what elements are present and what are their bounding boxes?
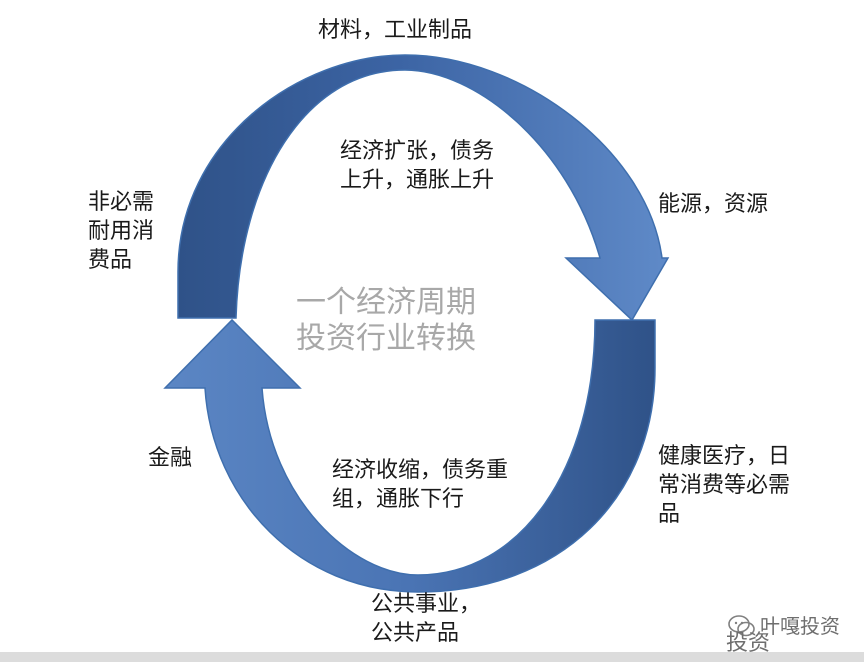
watermark-text-2: 投资 [726,631,771,656]
watermark: 叶嘎投资 投资 [628,612,858,658]
cycle-title: 一个经济周期 投资行业转换 [296,285,476,356]
wechat-icon [728,615,755,637]
phase-label-expansion: 经济扩张，债务 上升，通胀上升 [340,139,495,193]
sector-label-left-lower: 金融 [148,446,193,471]
bottom-strip [0,652,864,662]
phase-label-contraction: 经济收缩，债务重 组，通胀下行 [332,458,509,512]
watermark-text: 叶嘎投资 [760,614,840,638]
sector-label-right-upper: 能源，资源 [658,192,769,217]
sector-label-top: 材料，工业制品 [318,18,473,43]
upper-cycle-arrow [177,54,670,322]
sector-label-right-lower: 健康医疗，日 常消费等必需 品 [658,444,791,527]
sector-label-left-upper: 非必需 耐用消 费品 [88,190,155,273]
lower-cycle-arrow [163,318,656,593]
sector-label-bottom: 公共事业， 公共产品 [371,592,482,646]
